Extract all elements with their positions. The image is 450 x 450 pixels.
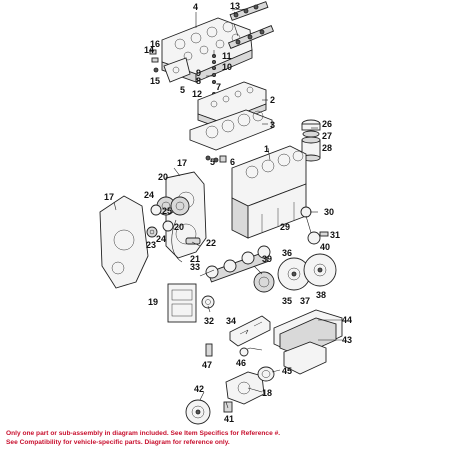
diagram-disclaimer: Only one part or sub-assembly in diagram… bbox=[0, 428, 450, 450]
callout-39: 39 bbox=[262, 254, 272, 264]
callout-32: 32 bbox=[204, 316, 214, 326]
callout-12: 12 bbox=[192, 89, 202, 99]
callout-8: 8 bbox=[196, 76, 201, 86]
callout-20-bottom: 20 bbox=[174, 222, 184, 232]
small-hardware-left bbox=[149, 49, 159, 73]
callout-18: 18 bbox=[262, 388, 272, 398]
callout-5-alt: 5 bbox=[210, 157, 215, 167]
flexplate bbox=[277, 253, 337, 291]
callout-20-top: 20 bbox=[158, 172, 168, 182]
crank-pulley bbox=[185, 399, 233, 425]
disclaimer-text: Only one part or sub-assembly in diagram… bbox=[6, 429, 446, 447]
timing-cover-outer bbox=[99, 195, 149, 289]
callout-29: 29 bbox=[280, 222, 290, 232]
callout-14: 14 bbox=[144, 45, 154, 55]
callout-44: 44 bbox=[342, 315, 352, 325]
callout-34: 34 bbox=[226, 316, 236, 326]
chain-tensioner bbox=[185, 237, 201, 245]
callout-9: 9 bbox=[196, 68, 201, 78]
callout-17-left: 17 bbox=[104, 192, 114, 202]
callout-38: 38 bbox=[316, 290, 326, 300]
callout-15: 15 bbox=[150, 76, 160, 86]
oil-filter-assembly bbox=[301, 119, 321, 162]
gasket-set bbox=[167, 283, 197, 323]
callout-7: 7 bbox=[216, 82, 221, 92]
oil-pan bbox=[273, 309, 343, 375]
callout-46: 46 bbox=[236, 358, 246, 368]
oil-pickup bbox=[205, 343, 263, 357]
callout-5: 5 bbox=[180, 85, 185, 95]
callout-42: 42 bbox=[194, 384, 204, 394]
callout-45: 45 bbox=[282, 366, 292, 376]
callout-10: 10 bbox=[222, 62, 232, 72]
callout-2: 2 bbox=[270, 95, 275, 105]
cover-gasket bbox=[163, 57, 191, 83]
callout-4: 4 bbox=[193, 2, 198, 12]
crankshaft bbox=[205, 245, 271, 283]
callout-35: 35 bbox=[282, 296, 292, 306]
callout-24-bottom: 24 bbox=[156, 234, 166, 244]
timing-chain bbox=[171, 219, 183, 263]
callout-33: 33 bbox=[190, 262, 200, 272]
leader-lines bbox=[113, 11, 342, 409]
camshafts bbox=[227, 1, 275, 49]
callout-1: 1 bbox=[264, 144, 269, 154]
callout-labels: 1 2 3 4 5 5 6 7 8 9 10 11 12 13 14 15 16… bbox=[104, 1, 352, 424]
callout-13: 13 bbox=[230, 1, 240, 11]
crank-sprocket bbox=[253, 271, 275, 293]
callout-37: 37 bbox=[300, 296, 310, 306]
callout-28: 28 bbox=[322, 143, 332, 153]
callout-17-center: 17 bbox=[177, 158, 187, 168]
cam-sprockets bbox=[150, 196, 190, 232]
callout-11: 11 bbox=[222, 51, 232, 61]
head-gasket bbox=[189, 109, 273, 151]
callout-26: 26 bbox=[322, 119, 332, 129]
oil-pump bbox=[225, 371, 265, 405]
head-bolts bbox=[205, 155, 227, 163]
callout-21: 21 bbox=[190, 254, 200, 264]
callout-22: 22 bbox=[206, 238, 216, 248]
callout-36: 36 bbox=[282, 248, 292, 258]
callout-31: 31 bbox=[330, 230, 340, 240]
callout-19: 19 bbox=[148, 297, 158, 307]
callout-3: 3 bbox=[270, 120, 275, 130]
callout-25: 25 bbox=[162, 206, 172, 216]
timing-cover-inner bbox=[165, 171, 207, 259]
callout-24-top: 24 bbox=[144, 190, 154, 200]
disclaimer-line-1: Only one part or sub-assembly in diagram… bbox=[6, 430, 281, 437]
callout-47: 47 bbox=[202, 360, 212, 370]
idler-pulley bbox=[146, 226, 158, 238]
callout-27: 27 bbox=[322, 131, 332, 141]
callout-30: 30 bbox=[324, 207, 334, 217]
callout-23: 23 bbox=[146, 240, 156, 250]
callout-43: 43 bbox=[342, 335, 352, 345]
connecting-rod bbox=[300, 206, 329, 245]
callout-16: 16 bbox=[150, 39, 160, 49]
rear-seal bbox=[257, 366, 275, 382]
disclaimer-line-2: See Compatibility for vehicle-specific p… bbox=[6, 439, 230, 446]
engine-block bbox=[231, 145, 307, 239]
callout-40: 40 bbox=[320, 242, 330, 252]
callout-41: 41 bbox=[224, 414, 234, 424]
bearing-caps bbox=[229, 315, 271, 347]
callout-6: 6 bbox=[230, 157, 235, 167]
crank-seal bbox=[201, 295, 215, 309]
